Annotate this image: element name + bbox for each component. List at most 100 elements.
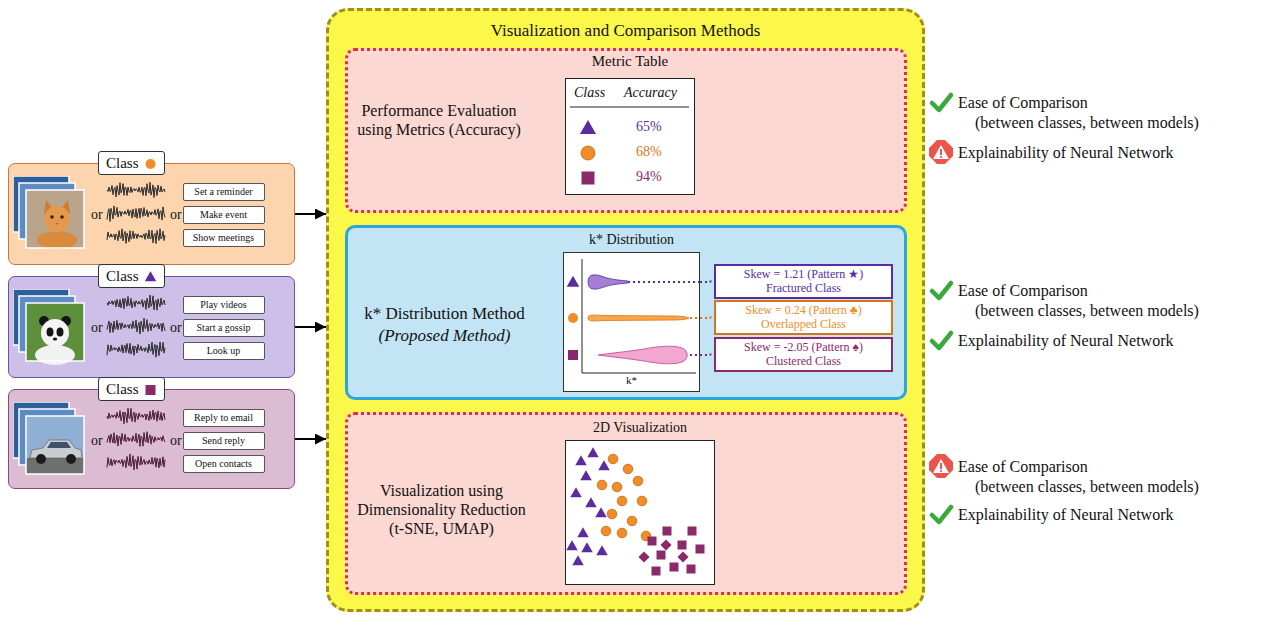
- command-box: Look up: [183, 342, 265, 360]
- leader-connector: [700, 354, 714, 356]
- text-holder: Metric Table: [565, 52, 695, 70]
- side-note: Ease of Comparison: [958, 457, 1088, 476]
- node-text: or: [91, 433, 103, 450]
- circle-symbol: [608, 454, 618, 464]
- text-holder: Ease of Comparison: [958, 93, 1088, 112]
- node-text: Make event: [200, 209, 247, 221]
- node-text: 2D Visualization: [565, 420, 715, 437]
- node-text: Skew = 0.24 (Pattern ♣): [745, 304, 861, 318]
- method-box: k* Distribution Method(Proposed Method) k…: [345, 225, 907, 400]
- side-note: Explainability of Neural Network: [958, 143, 1174, 162]
- skew-box: Skew = 1.21 (Pattern ★)Fractured Class: [714, 264, 893, 299]
- method-box: Visualization using Dimensionality Reduc…: [345, 412, 907, 595]
- image-stack: [13, 176, 87, 252]
- circle-symbol: [627, 516, 637, 526]
- triangle-symbol: [598, 460, 610, 470]
- text-holder: Performance Evaluation using Metrics (Ac…: [354, 101, 524, 139]
- node-text: or: [91, 320, 103, 337]
- square-symbol: [696, 545, 705, 554]
- violin: [588, 315, 689, 321]
- node-text: Overlapped Class: [761, 318, 846, 332]
- node-text: Send reply: [202, 435, 245, 447]
- side-note: Explainability of Neural Network: [958, 331, 1174, 350]
- check-icon: [932, 283, 951, 298]
- node-text: or: [170, 433, 182, 450]
- circle-symbol: [601, 526, 611, 536]
- warning-icon: [929, 454, 953, 478]
- node-text: (Proposed Method): [352, 326, 537, 346]
- text-holder: Explainability of Neural Network: [958, 143, 1174, 162]
- text-holder: 65%: [636, 119, 662, 136]
- metric-table: ClassAccuracy65%68%94%Metric Table: [565, 52, 695, 195]
- node-text: Reply to email: [194, 412, 253, 424]
- node-text: Performance Evaluation using Metrics (Ac…: [354, 101, 524, 139]
- waveform: [107, 342, 165, 357]
- class-box: ClassororPlay videosStart a gossipLook u…: [8, 276, 295, 378]
- text-holder: or: [170, 433, 182, 450]
- node-text: Play videos: [200, 299, 246, 311]
- text-holder: k*: [626, 374, 637, 387]
- square-symbol: [670, 563, 679, 572]
- square-symbol: [678, 541, 687, 550]
- text-holder: Class: [574, 85, 605, 102]
- class-symbol: [144, 270, 157, 283]
- class-symbol: [144, 383, 157, 396]
- node-text: k*: [626, 374, 637, 387]
- square-symbol: [582, 172, 595, 185]
- node-text: Skew = -2.05 (Pattern ♠): [744, 341, 863, 355]
- node-text: k* Distribution Method: [352, 304, 537, 324]
- square-symbol: [688, 527, 697, 536]
- text-holder: Accuracy: [624, 85, 677, 102]
- node-text: Clustered Class: [766, 355, 841, 369]
- waveforms: [106, 291, 166, 363]
- node-text: 94%: [636, 169, 662, 186]
- skew-box: Skew = 0.24 (Pattern ♣)Overlapped Class: [714, 300, 893, 335]
- triangle-symbol: [587, 447, 599, 457]
- text-holder: k* Distribution: [563, 232, 700, 249]
- class-box: ClassororSet a reminderMake eventShow me…: [8, 163, 295, 265]
- waveform: [107, 182, 165, 197]
- node-text: 65%: [636, 119, 662, 136]
- command-box: Reply to email: [183, 409, 265, 427]
- scatter-plot: 2D Visualization: [565, 420, 715, 585]
- circle-symbol: [637, 496, 647, 506]
- text-holder: k* Distribution Method: [352, 304, 537, 324]
- node-text: Start a gossip: [197, 322, 251, 334]
- waveform: [107, 432, 165, 447]
- triangle-symbol: [566, 540, 578, 550]
- image-stack: [13, 289, 87, 365]
- command-box: Make event: [183, 206, 265, 224]
- node-text: or: [170, 207, 182, 224]
- triangle-symbol: [572, 555, 584, 565]
- leader-line: [690, 354, 699, 356]
- text-holder: (Proposed Method): [352, 326, 537, 346]
- node-text: Accuracy: [624, 85, 677, 102]
- text-holder: or: [170, 207, 182, 224]
- methods-panel: Visualization and Comparison MethodsPerf…: [326, 8, 925, 612]
- check-icon: [932, 507, 951, 522]
- waveform: [107, 229, 165, 244]
- node-text: or: [170, 320, 182, 337]
- square-symbol: [663, 527, 672, 536]
- node-text: Visualization using Dimensionality Reduc…: [354, 481, 529, 539]
- side-note: (between classes, between models): [975, 113, 1199, 132]
- text-holder: or: [91, 207, 103, 224]
- command-box: Play videos: [183, 296, 265, 314]
- circle-symbol: [607, 509, 617, 519]
- text-holder: (between classes, between models): [975, 113, 1199, 132]
- class-symbol: [144, 157, 157, 170]
- node-text: Skew = 1.21 (Pattern ★): [744, 268, 863, 282]
- circle-symbol: [581, 146, 595, 160]
- class-box: ClassororReply to emailSend replyOpen co…: [8, 389, 295, 489]
- command-box: Send reply: [183, 432, 265, 450]
- warning-icon: [929, 140, 953, 164]
- circle-symbol: [617, 528, 627, 538]
- square-symbol: [648, 537, 657, 546]
- triangle-symbol: [144, 271, 156, 281]
- circle-symbol: [623, 464, 633, 474]
- command-box: Set a reminder: [183, 183, 265, 201]
- check-icon: [932, 333, 951, 348]
- photo: [26, 190, 84, 249]
- command-box: Open contacts: [183, 455, 265, 473]
